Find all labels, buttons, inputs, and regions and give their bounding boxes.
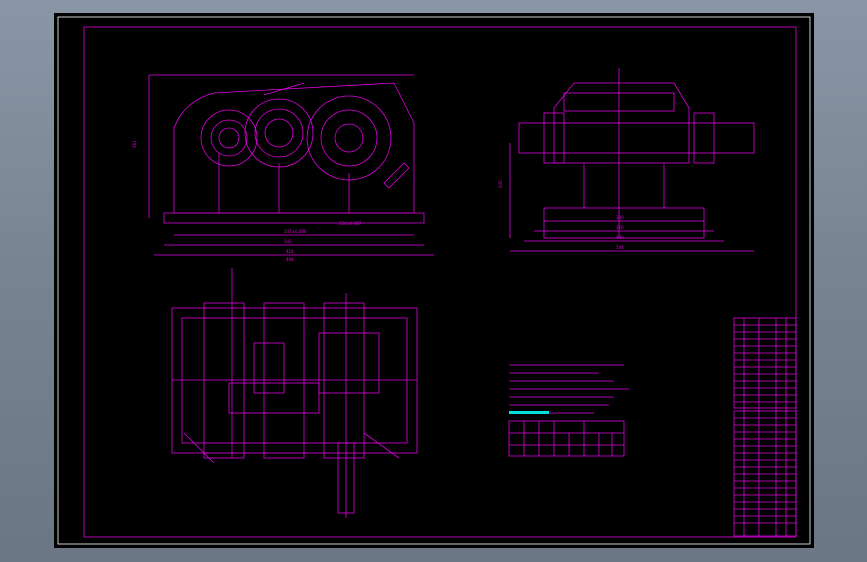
front-overall-dim: 498 — [286, 257, 294, 262]
gearbox-assembly-drawing: 361 147±0.080 154±0.087 545 418 498 545 … — [57, 16, 811, 545]
inner-border — [83, 26, 797, 538]
side-b-dim: 370 — [616, 225, 624, 230]
front-height-dim: 361 — [132, 140, 137, 148]
cad-viewport[interactable]: 361 147±0.080 154±0.087 545 418 498 545 … — [54, 13, 814, 548]
side-c-dim: 440 — [616, 235, 624, 240]
side-height-dim: 545 — [498, 180, 503, 188]
side-a-dim: 300 — [616, 215, 624, 220]
front-base-dim: 418 — [286, 249, 294, 254]
front-top-dim: 545 — [284, 239, 292, 244]
tech-notes — [509, 364, 629, 414]
front-span-a-dim: 147±0.080 — [284, 229, 307, 234]
front-span-b-dim: 154±0.087 — [339, 221, 362, 226]
side-d-dim: 544 — [616, 245, 624, 250]
front-view: 361 147±0.080 154±0.087 545 418 498 — [132, 74, 434, 262]
parameter-table — [508, 420, 625, 457]
section-view — [171, 268, 418, 518]
title-block — [733, 317, 797, 537]
outer-border — [57, 16, 811, 545]
side-view: 545 300 370 440 544 — [498, 68, 755, 252]
